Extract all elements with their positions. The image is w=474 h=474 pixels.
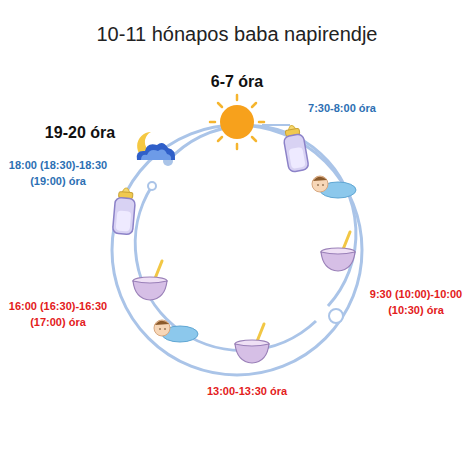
time-label: 13:00-13:30 óra <box>182 384 312 400</box>
time-label: 9:30 (10:00)-10:00 (10:30) óra <box>364 287 468 319</box>
time-label: 6-7 óra <box>177 70 297 93</box>
time-label: 19-20 óra <box>25 121 135 144</box>
chart-title: 10-11 hónapos baba napirendje <box>0 20 474 49</box>
time-label: 7:30-8:00 óra <box>292 101 392 117</box>
time-label: 16:00 (16:30)-16:30 (17:00) óra <box>6 299 110 331</box>
time-label: 18:00 (18:30)-18:30 (19:00) óra <box>6 158 110 190</box>
